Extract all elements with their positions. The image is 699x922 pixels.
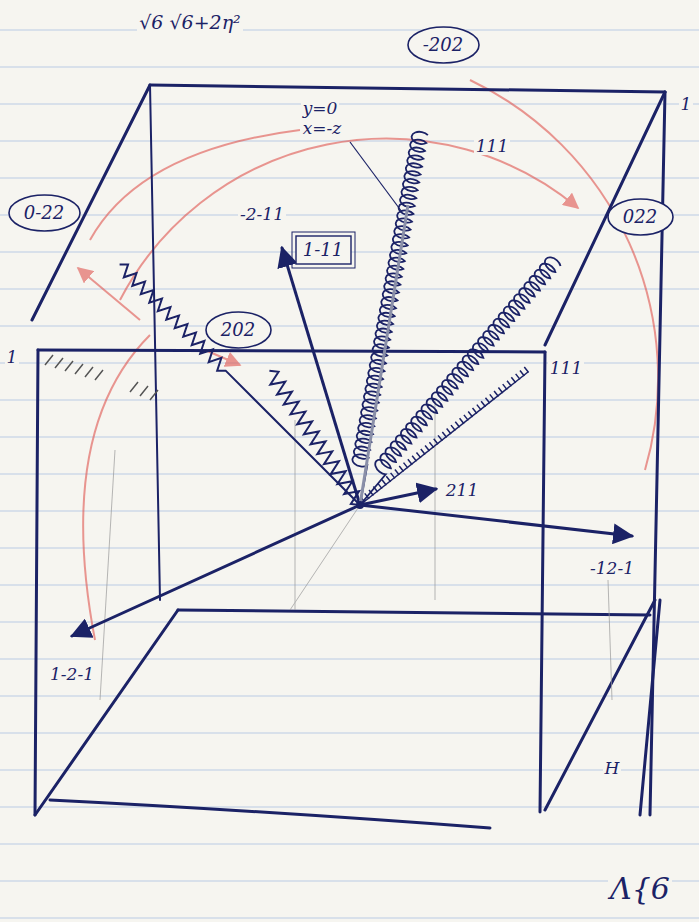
index-text: 022 (623, 207, 657, 227)
cube-edge (32, 85, 665, 828)
ruled-line (0, 769, 699, 770)
rotation-arc (90, 130, 300, 240)
direction-label: 1 (679, 95, 694, 114)
index-text: 0-22 (24, 203, 64, 223)
plain-vector (72, 505, 360, 636)
plain-vector (360, 505, 632, 536)
direction-label: x=-z (301, 119, 344, 138)
plain-vector (360, 489, 436, 505)
zigzag-vector (264, 367, 366, 509)
ruled-line (0, 325, 699, 326)
cube-edge (150, 85, 665, 92)
hatch-mark (45, 355, 158, 400)
cube-edge (35, 610, 178, 815)
ruled-line (0, 362, 699, 363)
coil-vector (345, 130, 562, 505)
ruled-line (0, 732, 699, 733)
grey-vector (360, 205, 408, 505)
direction-label: 1 (5, 348, 20, 367)
ruled-line (0, 29, 699, 30)
faint-guide (435, 400, 436, 600)
direction-label: Λ{6 (608, 872, 672, 905)
origin-dot (356, 501, 364, 509)
cube-edge (50, 800, 490, 828)
faint-guide (608, 580, 612, 700)
index-text: -202 (423, 35, 463, 55)
ruled-line (0, 658, 699, 659)
cube-edge (35, 350, 38, 815)
circle-outline (608, 199, 673, 235)
leader-line (350, 142, 402, 212)
ruled-line (0, 399, 699, 400)
direction-label: 111 (548, 359, 584, 378)
circled-index: -202 (407, 26, 480, 64)
ruled-line (0, 880, 699, 881)
grey-vector (360, 205, 408, 505)
cube-edge (640, 600, 660, 815)
plain-vector (282, 248, 360, 505)
circled-index: 202 (205, 311, 272, 349)
hatched-vector (362, 367, 530, 500)
circle-outline (9, 195, 80, 231)
ruled-line (0, 214, 699, 215)
direction-label: 1-2-1 (48, 665, 96, 684)
direction-label: -12-1 (588, 559, 636, 578)
zigzag-vector (115, 260, 364, 509)
ruled-line (0, 66, 699, 67)
boxed-index: 1-11 (295, 235, 352, 265)
direction-label: y=0 (301, 99, 340, 118)
hatched-vector (360, 367, 530, 505)
ruled-line (0, 695, 699, 696)
rotation-arc (78, 80, 658, 640)
circled-index: 0-22 (8, 194, 81, 232)
direction-label: 211 (444, 481, 480, 500)
cube-edge (545, 600, 655, 810)
zigzag-vector (264, 367, 366, 509)
cube-edge (150, 85, 160, 600)
ruled-line (0, 436, 699, 437)
index-text: 1-11 (303, 240, 343, 260)
cube-edge (540, 352, 545, 812)
ruled-line (0, 806, 699, 807)
rotation-arc (470, 80, 658, 470)
direction-label: H (603, 759, 622, 778)
ruled-paper (0, 30, 699, 918)
circle-outline (206, 312, 271, 348)
ruled-line (0, 103, 699, 104)
faint-guide (295, 420, 296, 610)
ruled-line (0, 547, 699, 548)
ruled-line (0, 843, 699, 844)
plain-vector (72, 248, 632, 636)
origin-dot (356, 501, 364, 509)
rotation-arc (83, 335, 150, 640)
box-outline (292, 232, 355, 268)
zigzag-vector (115, 260, 365, 509)
ruled-line (0, 584, 699, 585)
zigzag-vector (115, 260, 364, 509)
cube-edge (545, 92, 665, 345)
leader-line (350, 142, 402, 212)
hatch-mark (45, 355, 158, 400)
direction-label: -2-11 (238, 205, 286, 224)
faint-guide (100, 450, 115, 700)
index-text: 202 (221, 320, 255, 340)
rotation-arc (120, 139, 578, 300)
ruled-line (0, 917, 699, 918)
cube-edge (178, 610, 650, 615)
note-formula: √6 √6+2η² (137, 12, 242, 33)
box-outline (296, 236, 351, 264)
circled-index: 022 (607, 198, 674, 236)
circle-outline (408, 27, 479, 63)
direction-label: 111 (474, 137, 510, 156)
